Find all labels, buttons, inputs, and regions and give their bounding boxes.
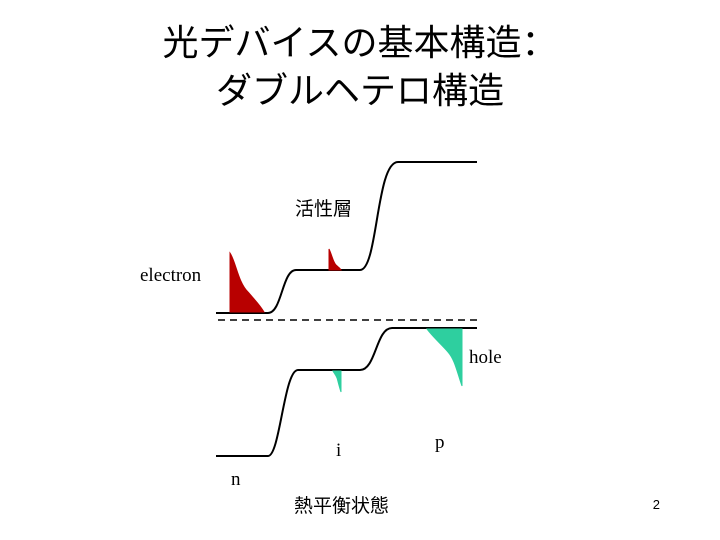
active-layer-label: 活性層 xyxy=(295,198,352,220)
hole-distribution-p xyxy=(426,328,463,387)
caption-thermal-equilibrium: 熱平衡状態 xyxy=(294,495,389,517)
i-region-label: i xyxy=(336,440,341,461)
p-region-label: p xyxy=(435,432,445,453)
title-line-1: 光デバイスの基本構造： xyxy=(162,23,558,64)
hole-distribution-active xyxy=(332,370,342,393)
slide-title: 光デバイスの基本構造： ダブルヘテロ構造 xyxy=(0,20,720,116)
electron-distribution-active xyxy=(328,248,342,271)
hole-label: hole xyxy=(469,347,502,368)
valence-band-edge xyxy=(216,327,477,457)
electron-distribution-n xyxy=(229,251,265,313)
page-number: 2 xyxy=(652,497,660,512)
title-line-2: ダブルヘテロ構造 xyxy=(215,71,504,112)
conduction-band-edge xyxy=(216,161,477,314)
n-region-label: n xyxy=(231,469,241,490)
electron-label: electron xyxy=(140,265,202,286)
